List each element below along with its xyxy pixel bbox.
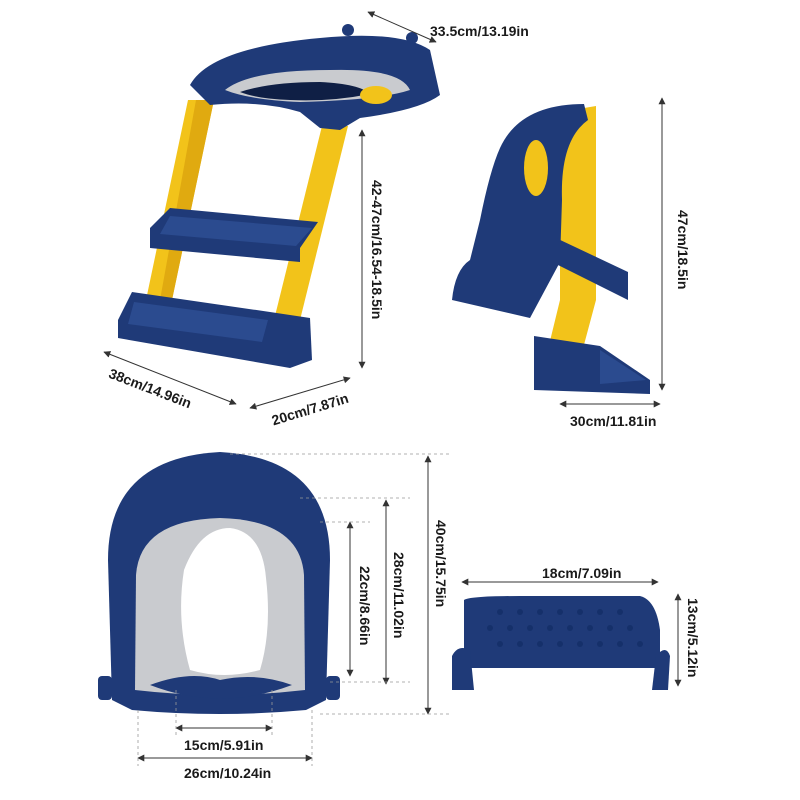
seat-width-label: 33.5cm/13.19in [430, 23, 529, 39]
seat-ring-length-label: 28cm/11.02in [391, 552, 407, 639]
step-width-label: 18cm/7.09in [542, 565, 622, 581]
side-base [534, 336, 650, 394]
ladder-side-view [452, 104, 650, 394]
step-depth-label: 13cm/5.12in [685, 598, 701, 678]
seat-outer-width-label: 26cm/10.24in [184, 765, 272, 781]
side-seat [452, 104, 588, 318]
side-upper-step [556, 238, 628, 300]
side-depth-label: 30cm/11.81in [570, 413, 657, 429]
seat-outer-length-label: 40cm/15.75in [433, 520, 449, 608]
seat-hole-width-label: 15cm/5.91in [184, 737, 264, 753]
side-height-label: 47cm/18.5in [675, 210, 691, 290]
seat-hole [181, 528, 268, 675]
ladder-height-label: 42-47cm/16.54-18.5in [369, 180, 385, 320]
step-plate [464, 596, 660, 668]
ladder-3quarter-view [118, 24, 440, 368]
seat-hole-length-label: 22cm/8.66in [357, 566, 373, 646]
seat-top-view [98, 452, 340, 714]
step-plate-view [452, 596, 670, 690]
handle-hole [360, 86, 392, 104]
